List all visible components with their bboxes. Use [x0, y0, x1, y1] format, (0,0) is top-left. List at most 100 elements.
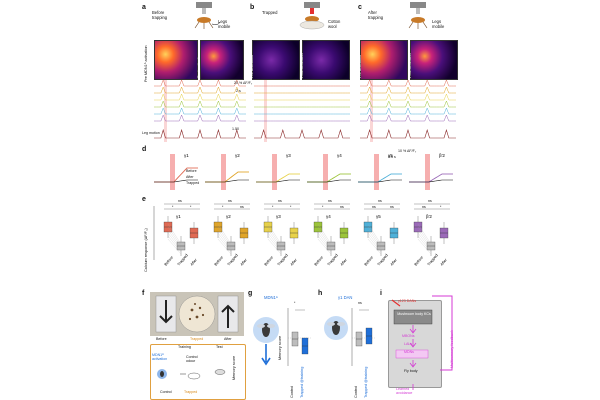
paired-line: [267, 226, 282, 247]
sig-pair: ns: [372, 205, 376, 209]
b-pre-label: Pre activation: [250, 54, 254, 78]
paired-line: [167, 238, 182, 255]
c-mobile: mobile: [432, 24, 445, 29]
sig-pair: *: [440, 205, 442, 209]
c-post-label: Post activation: [408, 53, 412, 78]
compartment-label: γ2: [235, 153, 240, 158]
fly-rig-icon: [194, 2, 221, 29]
sig-top: ns: [428, 199, 432, 203]
box-group-label: β′2: [426, 214, 432, 219]
legend-before: Before: [186, 169, 197, 173]
trace-line: [154, 100, 246, 108]
condition-label: Before: [364, 256, 374, 267]
trace-line: [154, 86, 246, 94]
activity-traces: [154, 79, 456, 142]
paired-line: [217, 226, 232, 247]
leg-motion-label: Leg motion: [142, 131, 160, 135]
g-plot: [287, 308, 312, 366]
response-trace: [154, 179, 198, 183]
heatmap-b-pre: [252, 40, 300, 80]
i-lals: LALs: [404, 342, 413, 346]
legend-trapped: Trapped: [186, 181, 200, 185]
panel-b-label: b: [250, 4, 255, 11]
paired-line: [217, 235, 232, 253]
response-trace: [409, 179, 453, 183]
stim-window: [221, 154, 226, 190]
f-control-odour: Control odour: [186, 355, 198, 363]
fly-trapped-icon: [299, 2, 325, 30]
trace-line: [360, 86, 456, 94]
h-sig: ns: [358, 301, 362, 305]
paired-line: [367, 238, 382, 255]
sig-pair: ns: [340, 205, 344, 209]
paired-line: [317, 229, 332, 249]
sig-pair: *: [172, 205, 174, 209]
paired-line: [217, 229, 232, 249]
condition-label: Trapped: [327, 253, 339, 266]
paired-line: [367, 235, 382, 253]
f-before: Before: [156, 337, 167, 341]
legend-after: After: [186, 175, 194, 179]
d-scale: 10 % ΔF/F₀: [398, 149, 417, 153]
paired-line: [167, 232, 182, 251]
panel-d-label: d: [142, 146, 147, 153]
compartment-label: γ5: [388, 153, 393, 158]
heatmap-a-pre: [154, 40, 198, 80]
stim-window: [374, 154, 379, 190]
f-trapped: Trapped: [190, 337, 204, 341]
condition-label: Trapped: [177, 253, 189, 266]
f-photos: [150, 292, 244, 336]
h-plot: [351, 308, 376, 366]
response-trace: [256, 179, 300, 183]
i-flybody: Fly body: [404, 369, 418, 373]
sig-pair: ns: [422, 205, 426, 209]
b-cotton: Cotton: [328, 19, 341, 24]
response-trace: [358, 173, 402, 183]
condition-label: After: [290, 257, 299, 266]
panel-h-label: h: [318, 290, 323, 297]
c-trapping: trapping: [368, 15, 384, 20]
response-trace: [307, 179, 351, 183]
g-sig: *: [294, 301, 296, 305]
paired-line: [417, 229, 432, 249]
paired-line: [317, 235, 332, 253]
stim-window: [170, 154, 175, 190]
trace-line: [360, 114, 456, 122]
a-trapping: trapping: [152, 15, 168, 20]
scale-df: 20 % ΔF/F₀: [234, 81, 253, 85]
paired-line: [267, 235, 282, 253]
sig-pair: *: [290, 205, 292, 209]
condition-label: Before: [414, 256, 424, 267]
h-x2: Trapped @training: [364, 366, 368, 398]
d-scale-t: 0.5 s: [388, 155, 396, 159]
paired-line: [417, 235, 432, 253]
compartment-label: γ4: [337, 153, 342, 158]
panel-c-label: c: [358, 4, 362, 11]
a-before: Before: [152, 10, 165, 15]
paired-line: [317, 223, 332, 245]
condition-label: Trapped: [427, 253, 439, 266]
panel-f-label: f: [142, 290, 145, 297]
a-legs: Legs: [218, 19, 228, 24]
h-fly-icon: [324, 316, 348, 340]
trace-line: [154, 107, 246, 115]
f-mdn: MDN1ᴬ activation: [152, 353, 168, 361]
heatmap-a-post: [200, 40, 244, 80]
condition-label: Before: [164, 256, 174, 267]
paired-line: [217, 238, 232, 255]
imaging-row-label: Pre MDN1ᴬ activation: [144, 45, 148, 82]
i-circuit-arrows: [391, 295, 453, 390]
paired-line: [417, 232, 432, 251]
condition-label: Before: [214, 256, 224, 267]
panel-i-label: i: [380, 290, 382, 297]
paired-line: [367, 223, 382, 245]
paired-line: [167, 223, 182, 245]
stim-window: [272, 154, 277, 190]
g-x2: Trapped @training: [300, 366, 304, 398]
box-group-label: γ3: [276, 214, 281, 219]
h-x1: Control: [354, 385, 358, 398]
f-trapped2: Trapped: [184, 390, 198, 394]
h-title: γ1 DAN: [338, 295, 353, 300]
